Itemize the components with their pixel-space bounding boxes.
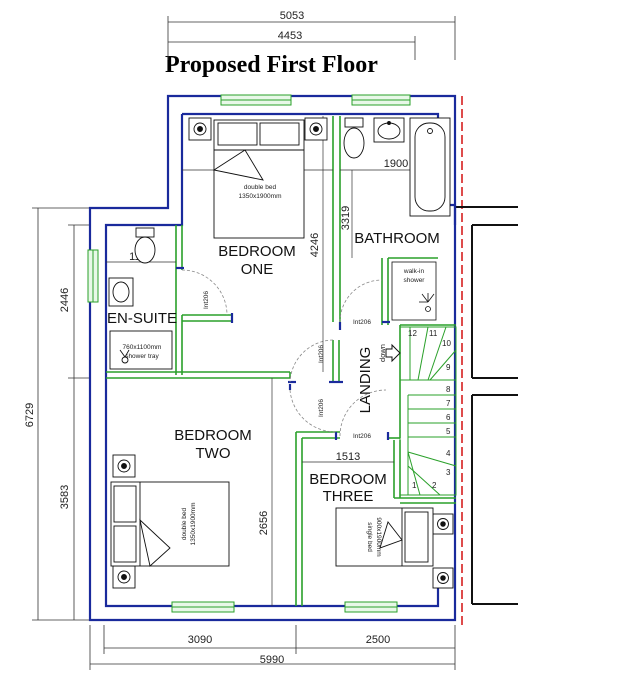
plan-title: Proposed First Floor xyxy=(165,52,378,78)
inner-walls xyxy=(106,116,456,606)
room-label-bedroom-one-line2: ONE xyxy=(241,261,274,278)
room-label-bedroom-one-line1: BEDROOM xyxy=(218,243,296,260)
room-label-bathroom: BATHROOM xyxy=(354,230,440,247)
ensuite-toilet-icon xyxy=(134,227,156,264)
door-swings xyxy=(181,269,387,437)
svg-text:9: 9 xyxy=(446,363,451,372)
door-tag-bed3: Int206 xyxy=(353,433,371,440)
bedside-lamp-icons xyxy=(112,117,454,589)
svg-text:8: 8 xyxy=(446,385,451,394)
neighbour-outline xyxy=(455,206,518,605)
svg-text:12: 12 xyxy=(408,329,417,338)
dim-bath-depth: 3319 xyxy=(340,206,352,230)
dim-left-overall: 6729 xyxy=(24,403,36,427)
door-tag-bathroom: Int206 xyxy=(353,319,371,326)
bed-two-label-line1: double bed xyxy=(181,508,188,541)
double-bed-two xyxy=(110,481,230,567)
dim-bath-width: 1900 xyxy=(384,158,408,170)
dimension-lines xyxy=(32,16,456,670)
shower-label-line2: shower xyxy=(404,277,426,284)
dim-bed3-width: 1513 xyxy=(336,451,360,463)
dim-left-upper: 2446 xyxy=(59,288,71,312)
dim-bottom-right: 2500 xyxy=(366,634,390,646)
svg-text:6: 6 xyxy=(446,413,451,422)
room-label-bedroom-two-line1: BEDROOM xyxy=(174,427,252,444)
stair-direction-label: down xyxy=(378,344,387,362)
dim-left-lower: 3583 xyxy=(59,485,71,509)
dim-bottom-overall: 5990 xyxy=(260,654,284,666)
double-bed-one xyxy=(212,119,305,239)
basin-icon xyxy=(373,117,405,143)
single-bed-label-line2: 900x1900mm xyxy=(375,517,382,556)
shower-tray-label-line1: 760x1100mm xyxy=(123,344,162,351)
room-label-bedroom-three-line2: THREE xyxy=(323,488,374,505)
dim-top-overall: 5053 xyxy=(280,10,304,22)
svg-text:5: 5 xyxy=(446,427,451,436)
walk-in-shower-icon xyxy=(391,261,437,321)
svg-text:4: 4 xyxy=(446,449,451,458)
shower-label-line1: walk-in xyxy=(403,268,425,275)
svg-text:11: 11 xyxy=(429,329,438,338)
room-label-ensuite: EN-SUITE xyxy=(107,310,177,327)
svg-text:1: 1 xyxy=(412,481,417,490)
room-label-bedroom-three-line1: BEDROOM xyxy=(309,471,387,488)
svg-text:3: 3 xyxy=(446,468,451,477)
ensuite-basin-icon xyxy=(108,277,134,307)
staircase xyxy=(399,326,457,496)
single-bed-label-line1: single bed xyxy=(366,522,373,552)
svg-text:2: 2 xyxy=(432,481,437,490)
room-label-landing: LANDING xyxy=(357,347,374,414)
bath-tub-icon xyxy=(409,117,451,217)
svg-text:7: 7 xyxy=(446,399,451,408)
shower-tray-icon xyxy=(109,330,173,370)
door-tag-bed1: Int206 xyxy=(318,345,325,363)
bed-one-label-line1: double bed xyxy=(244,184,277,191)
room-label-bedroom-two-line2: TWO xyxy=(196,445,231,462)
dim-bed1-depth: 4246 xyxy=(309,233,321,257)
svg-text:10: 10 xyxy=(442,339,451,348)
dim-bed2-depth: 2656 xyxy=(258,511,270,535)
dim-top-inner: 4453 xyxy=(278,30,302,42)
windows xyxy=(87,94,411,613)
single-bed xyxy=(335,507,434,567)
dim-bottom-left: 3090 xyxy=(188,634,212,646)
door-tag-ensuite: Int206 xyxy=(203,291,210,309)
bed-two-label-line2: 1350x1900mm xyxy=(190,503,197,546)
shower-tray-label-line2: shower tray xyxy=(125,353,159,360)
door-jambs xyxy=(176,266,390,440)
stair-step-numbers: 1 2 3 4 5 6 7 8 9 10 11 12 xyxy=(408,329,451,490)
bed-one-label-line2: 1350x1900mm xyxy=(239,193,282,200)
stair-arrow-icon xyxy=(385,343,401,363)
door-tag-bed2: Int206 xyxy=(318,399,325,417)
toilet-icon xyxy=(343,117,365,159)
